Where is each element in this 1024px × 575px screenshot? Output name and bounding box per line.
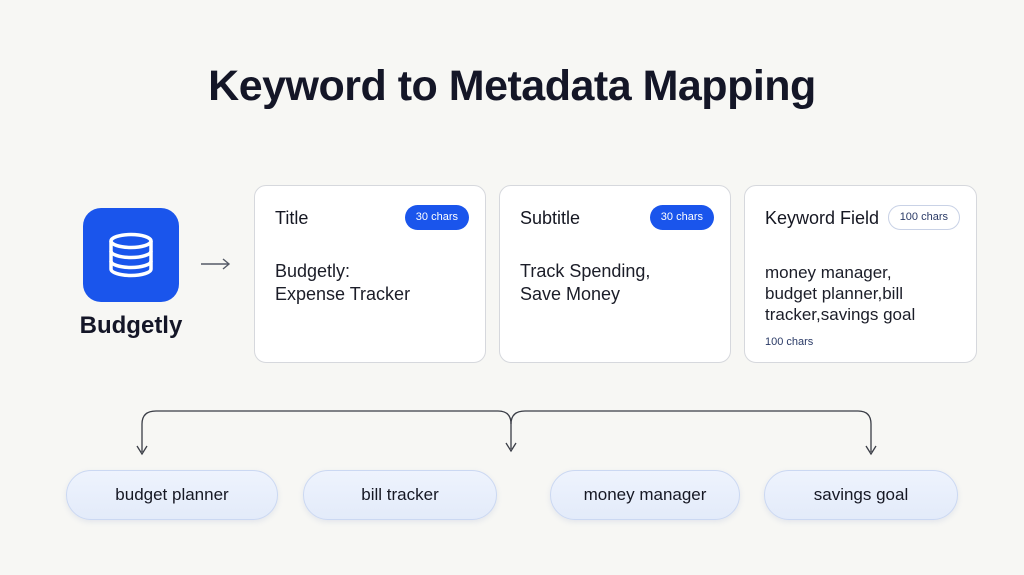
content-line: tracker,savings goal <box>765 305 916 324</box>
arrow-right-icon <box>199 257 233 276</box>
card-keyword-field: Keyword Field 100 chars money manager, b… <box>744 185 977 363</box>
card-subtitle-field: Subtitle 30 chars Track Spending, Save M… <box>499 185 731 363</box>
card-heading: Title <box>275 208 309 228</box>
app-name: Budgetly <box>79 312 183 339</box>
content-line: money manager, <box>765 263 892 282</box>
char-limit-badge: 30 chars <box>404 205 469 230</box>
card-title-field: Title 30 chars Budgetly: Expense Tracker <box>254 185 486 363</box>
char-limit-badge: 30 chars <box>649 205 714 230</box>
keyword-pill: bill tracker <box>303 470 497 520</box>
card-heading: Subtitle <box>520 208 581 228</box>
content-line: Track Spending, <box>520 261 651 281</box>
content-line: Budgetly: <box>275 261 351 281</box>
app-icon <box>83 208 179 302</box>
keyword-pill: savings goal <box>764 470 958 520</box>
database-icon <box>109 232 153 278</box>
char-limit-badge: 100 chars <box>887 205 960 230</box>
card-content: money manager, budget planner,bill track… <box>765 262 962 325</box>
page-title: Keyword to Metadata Mapping <box>208 62 816 110</box>
content-line: Expense Tracker <box>275 284 411 304</box>
card-content: Budgetly: Expense Tracker <box>275 260 471 306</box>
char-count-note: 100 chars <box>765 336 814 348</box>
keyword-pill: money manager <box>550 470 740 520</box>
card-heading: Keyword Field <box>765 208 880 228</box>
keyword-pill: budget planner <box>66 470 278 520</box>
content-line: Save Money <box>520 284 621 304</box>
card-content: Track Spending, Save Money <box>520 260 716 306</box>
content-line: budget planner,bill <box>765 284 904 303</box>
